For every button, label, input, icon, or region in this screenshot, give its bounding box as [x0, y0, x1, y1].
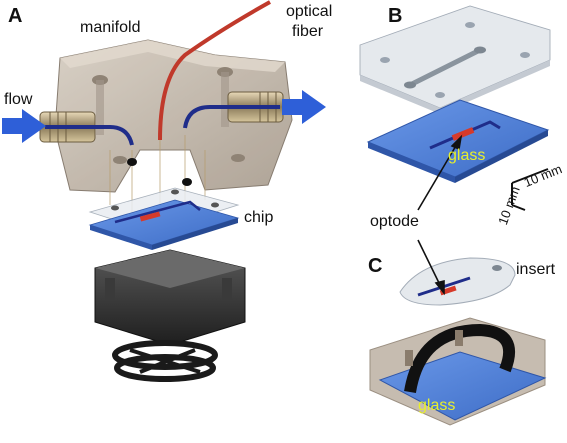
- label-chip: chip: [244, 209, 274, 226]
- label-flow: flow: [4, 91, 33, 108]
- label-insert: insert: [516, 261, 556, 278]
- optode-arrows: [417, 134, 463, 296]
- panel-c-insert: [399, 257, 516, 306]
- panel-c-holder: [369, 317, 547, 426]
- inlet-tubing: [45, 125, 134, 146]
- label-glass-b: glass: [448, 147, 486, 164]
- label-glass-c: glass: [418, 397, 456, 414]
- flow-in-arrow: [2, 109, 46, 143]
- panel-b-manifold: [359, 5, 551, 114]
- label-fiber: fiber: [292, 23, 324, 40]
- flow-out-arrow: [282, 90, 326, 124]
- clamp-base: [94, 249, 246, 382]
- label-optode: optode: [370, 213, 419, 230]
- panel-b-glass-chip: [366, 99, 550, 183]
- label-manifold: manifold: [80, 19, 141, 36]
- scale-bar: [511, 168, 549, 211]
- label-optical: optical: [286, 3, 333, 20]
- o-ring-right: [182, 178, 192, 186]
- outlet-tubing: [183, 105, 280, 129]
- panel-label-c: C: [368, 255, 383, 277]
- o-ring-left: [127, 158, 137, 166]
- optical-fiber: [158, 0, 271, 141]
- panel-label-a: A: [8, 5, 23, 27]
- panel-label-b: B: [388, 5, 403, 27]
- chip-assembly: [88, 187, 240, 250]
